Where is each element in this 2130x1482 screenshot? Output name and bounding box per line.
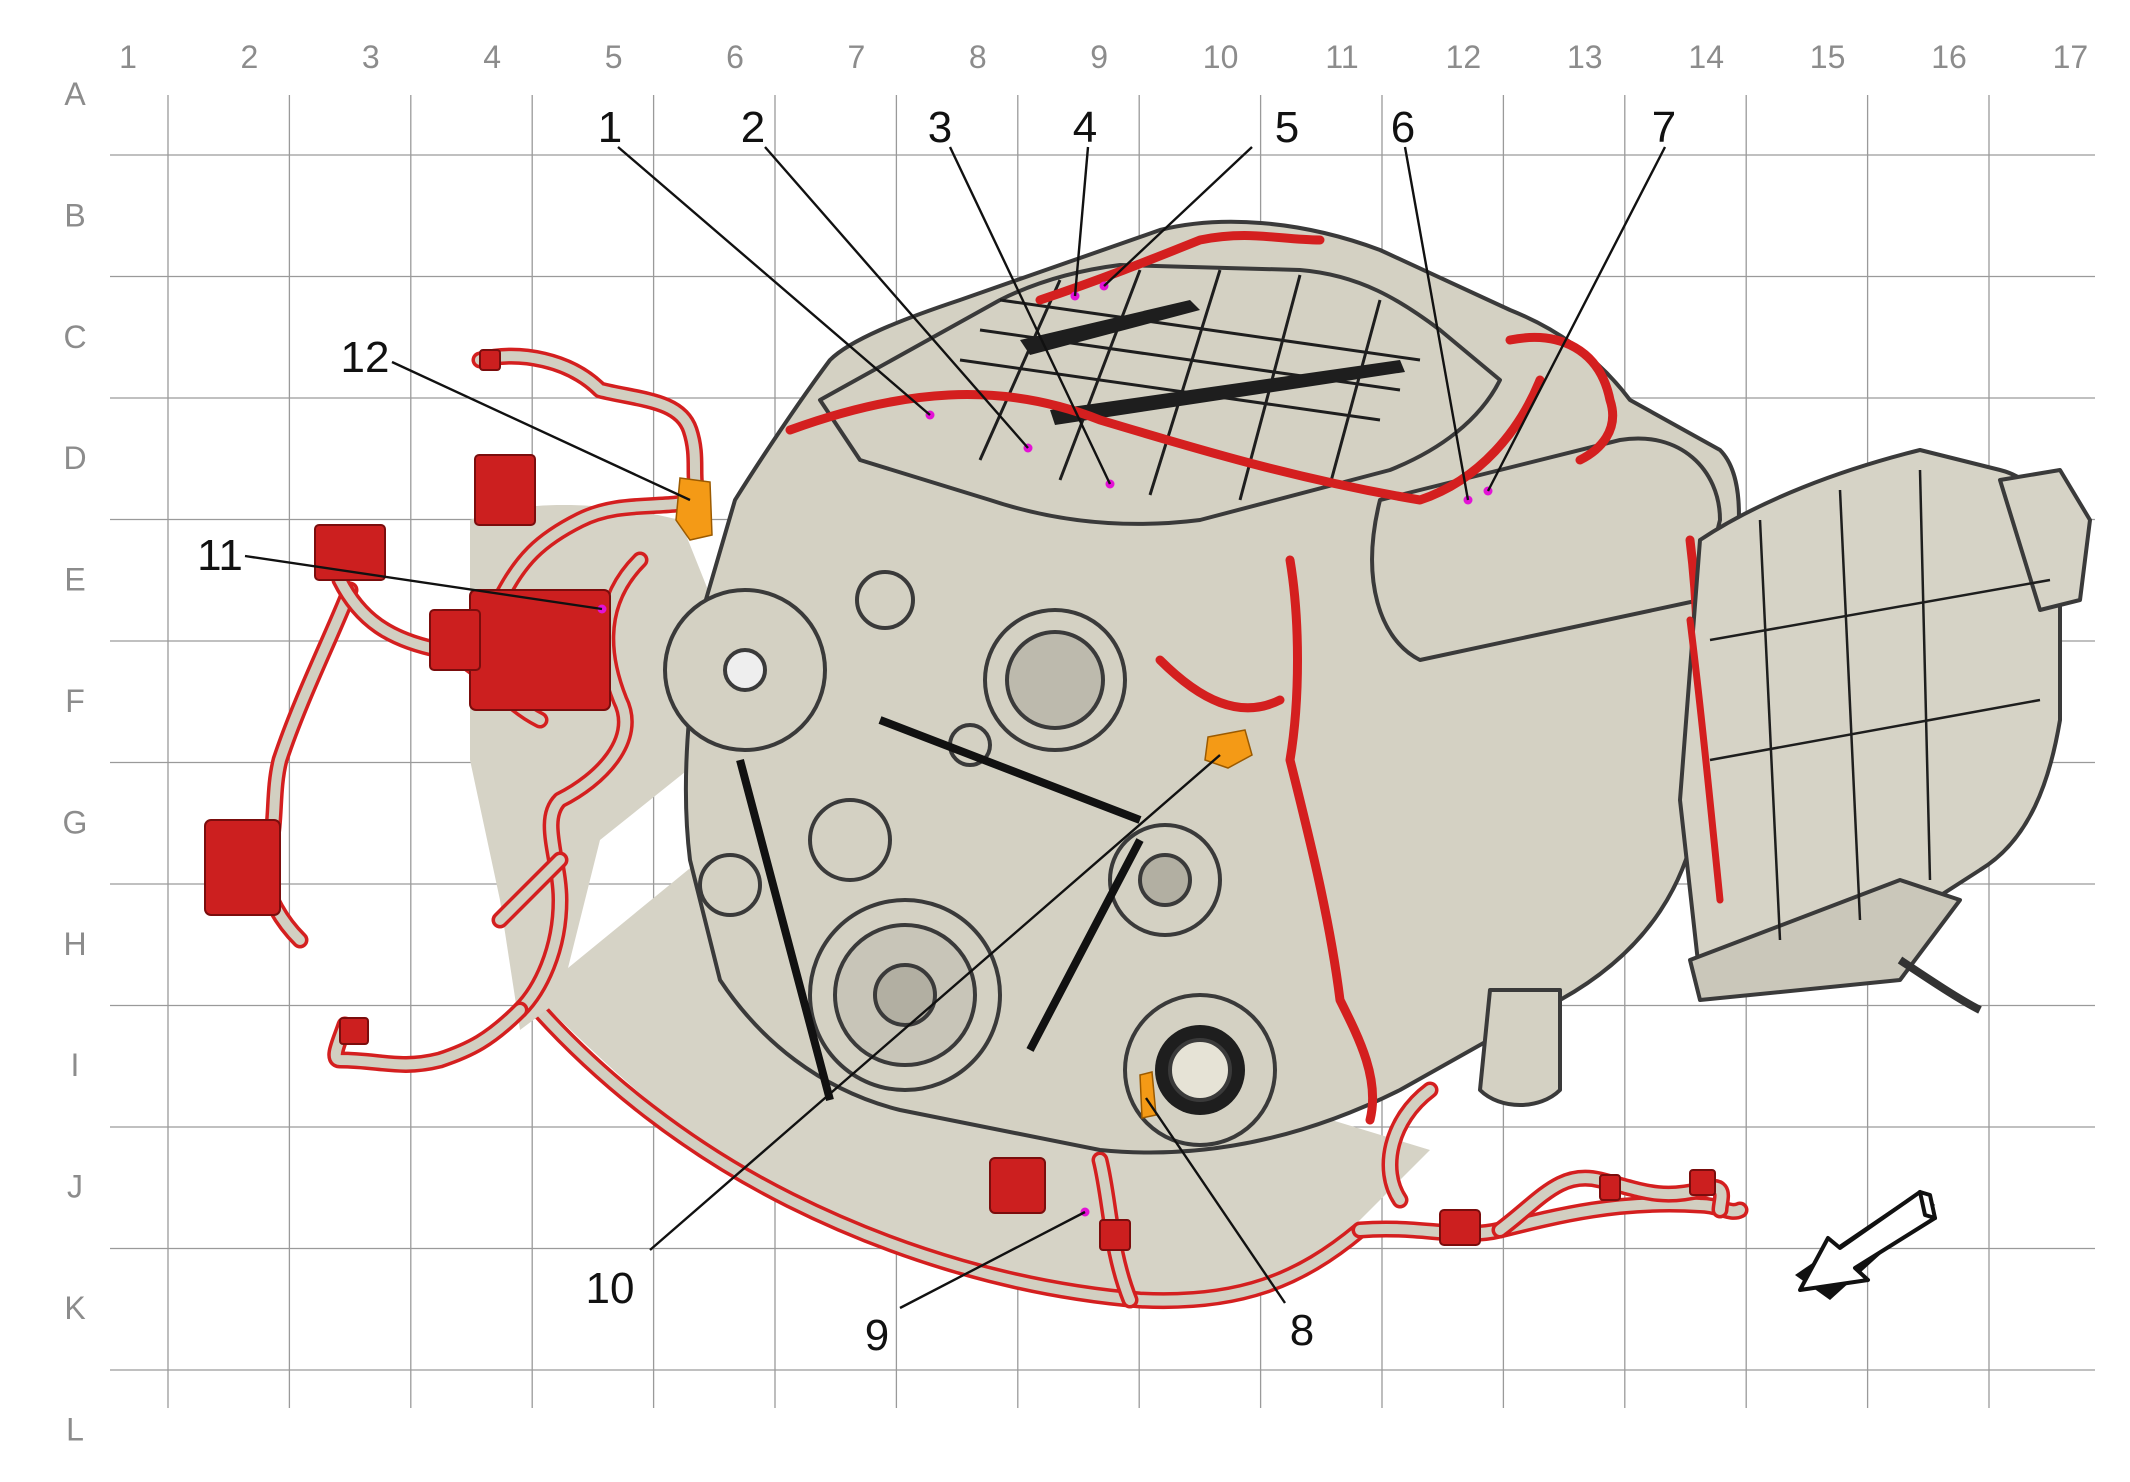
grid-row-label: B (64, 197, 85, 233)
callout-numbers: 1 2 3 4 5 6 7 8 9 10 11 12 (197, 103, 1676, 1360)
grid-row-label: K (64, 1290, 85, 1326)
grid-column-label: 2 (241, 39, 259, 75)
grid-row-label: H (63, 926, 86, 962)
callout-3: 3 (928, 103, 952, 152)
callout-9: 9 (865, 1311, 889, 1360)
grid-column-label: 11 (1325, 39, 1358, 75)
connector-block-d4 (474, 454, 536, 526)
callout-5: 5 (1275, 103, 1299, 152)
callout-8: 8 (1290, 1306, 1314, 1355)
connector-k9 (1099, 1219, 1131, 1251)
leader-10 (649, 754, 1221, 1251)
connector-e4 (429, 609, 481, 671)
grid-column-label: 14 (1688, 39, 1724, 75)
grid-row-label: E (64, 562, 85, 598)
connector-j14 (1599, 1174, 1621, 1201)
grid-row-labels: A B C D E F G H I J K L (63, 76, 88, 1447)
leader-6 (1403, 146, 1470, 501)
grid-column-label: 15 (1810, 39, 1846, 75)
callout-4: 4 (1073, 103, 1097, 152)
leader-11 (244, 554, 603, 611)
grid-row-label: L (66, 1411, 84, 1447)
connector-i3 (339, 1017, 369, 1045)
leader-7 (1486, 146, 1667, 492)
grid-column-label: 12 (1446, 39, 1482, 75)
grid-column-label: 10 (1203, 39, 1239, 75)
leader-12 (391, 360, 691, 502)
callout-11: 11 (197, 531, 243, 580)
connector-e3 (314, 524, 386, 581)
leader-8 (1145, 1097, 1286, 1304)
callout-2: 2 (741, 103, 765, 152)
forward-direction-arrow-icon (1795, 1190, 1937, 1300)
callout-leaders (244, 146, 1667, 1310)
grid-column-label: 1 (119, 39, 137, 75)
connector-k12 (1439, 1209, 1481, 1246)
connector-j8 (989, 1157, 1046, 1214)
grid-column-label: 17 (2053, 39, 2089, 75)
grid-column-label: 13 (1567, 39, 1603, 75)
grid-column-label: 16 (1931, 39, 1967, 75)
grid-column-label: 4 (483, 39, 501, 75)
leader-5 (1103, 146, 1253, 287)
grid-column-label: 5 (605, 39, 623, 75)
grid-column-label: 7 (848, 39, 866, 75)
transmission-assembly (1678, 448, 2092, 1014)
leader-9 (899, 1210, 1086, 1310)
grid-column-label: 6 (726, 39, 744, 75)
connector-c4 (479, 349, 501, 371)
grid-row-label: I (71, 1047, 80, 1083)
leader-4 (1073, 146, 1090, 297)
callout-7: 7 (1652, 103, 1676, 152)
grid-column-label: 3 (362, 39, 380, 75)
connector-j14b (1689, 1169, 1716, 1196)
grid-row-label: J (67, 1169, 83, 1205)
grid-row-label: D (63, 440, 86, 476)
connector-g2 (204, 819, 281, 916)
leader-1 (617, 146, 931, 416)
grid-row-label: A (64, 76, 86, 112)
callout-10: 10 (586, 1264, 635, 1313)
grid-column-label: 8 (969, 39, 987, 75)
leader-2 (764, 146, 1029, 449)
component-12-connector (675, 477, 713, 541)
callout-1: 1 (598, 103, 622, 152)
engine-assembly (663, 219, 1741, 1155)
grid-row-label: F (65, 683, 85, 719)
grid-row-label: G (63, 804, 88, 840)
callout-6: 6 (1391, 103, 1415, 152)
grid-column-label: 9 (1090, 39, 1108, 75)
leader-3 (948, 146, 1112, 485)
grid-row-label: C (63, 319, 86, 355)
callout-12: 12 (341, 333, 390, 382)
